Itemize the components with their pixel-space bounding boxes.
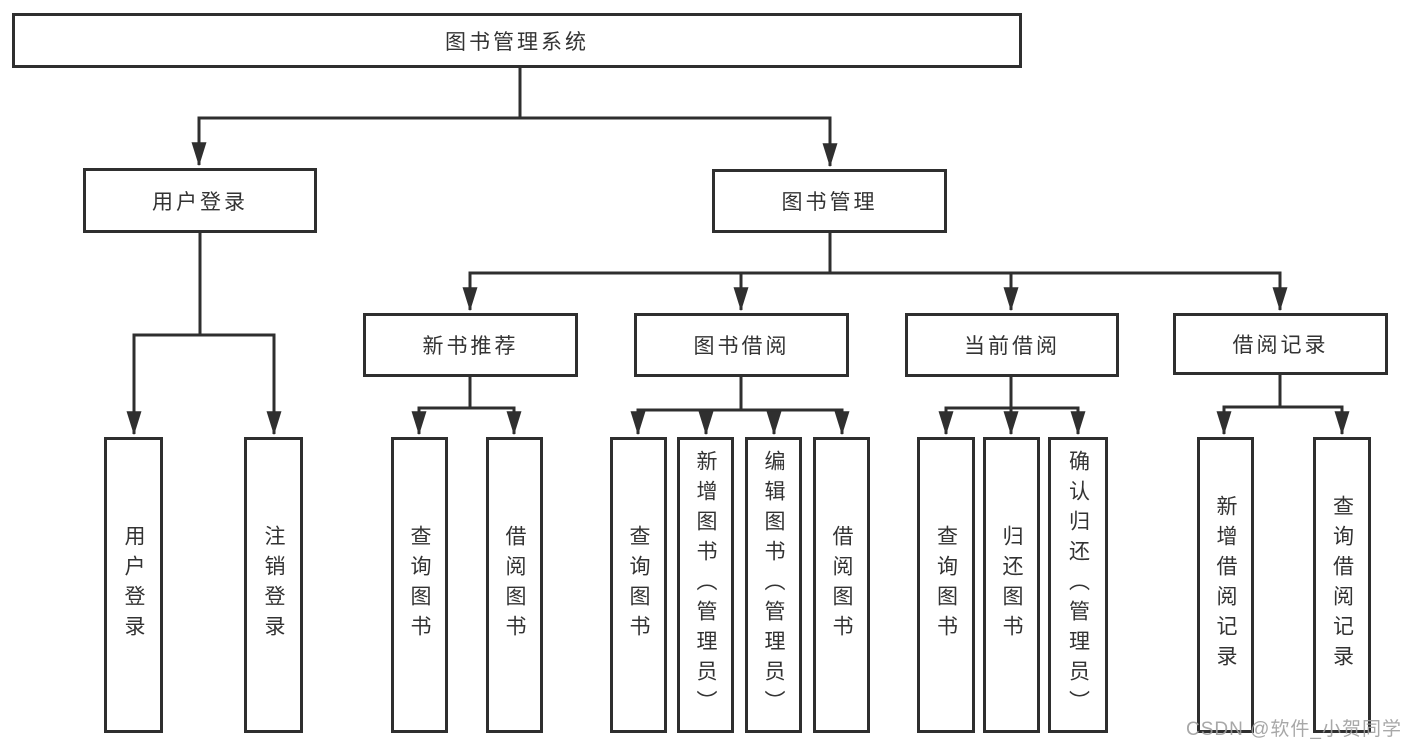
leaf-query-borrow-record-label: 查询借阅记录: [1330, 495, 1354, 675]
leaf-confirm-return-admin: 确认归还（管理员）: [1048, 437, 1108, 733]
leaf-logout-login-label: 注销登录: [262, 525, 285, 645]
node-user-login-label: 用户登录: [152, 190, 248, 214]
leaf-borrow-books-recommend: 借阅图书: [486, 437, 543, 733]
node-book-borrow: 图书借阅: [634, 313, 849, 377]
leaf-query-books-borrow: 查询图书: [610, 437, 667, 733]
leaf-add-borrow-record-label: 新增借阅记录: [1214, 495, 1237, 675]
leaf-query-books-recommend-label: 查询图书: [408, 525, 431, 645]
leaf-borrow-books-borrow-label: 借阅图书: [830, 525, 853, 645]
leaf-add-borrow-record: 新增借阅记录: [1197, 437, 1254, 733]
node-new-book-recommend-label: 新书推荐: [422, 335, 519, 358]
leaf-query-books-borrow-label: 查询图书: [627, 525, 650, 645]
node-borrow-records: 借阅记录: [1173, 313, 1388, 375]
node-new-book-recommend: 新书推荐: [363, 313, 578, 377]
leaf-logout-login: 注销登录: [244, 437, 303, 733]
node-user-login: 用户登录: [83, 168, 317, 233]
leaf-return-books: 归还图书: [983, 437, 1040, 733]
leaf-edit-books-admin-label: 编辑图书（管理员）: [762, 450, 785, 720]
leaf-add-books-admin: 新增图书（管理员）: [677, 437, 734, 733]
node-current-borrow: 当前借阅: [905, 313, 1119, 377]
leaf-borrow-books-borrow: 借阅图书: [813, 437, 870, 733]
leaf-borrow-books-recommend-label: 借阅图书: [503, 525, 526, 645]
csdn-watermark: CSDN @软件_小贺同学: [1186, 719, 1402, 740]
leaf-user-login: 用户登录: [104, 437, 163, 733]
node-current-borrow-label: 当前借阅: [964, 335, 1060, 358]
node-book-management-label: 图书管理: [781, 191, 878, 214]
leaf-query-books-recommend: 查询图书: [391, 437, 448, 733]
node-book-borrow-label: 图书借阅: [693, 335, 790, 358]
leaf-add-books-admin-label: 新增图书（管理员）: [694, 450, 717, 720]
node-borrow-records-label: 借阅记录: [1232, 334, 1329, 357]
node-root: 图书管理系统: [12, 13, 1022, 68]
leaf-query-borrow-record: 查询借阅记录: [1313, 437, 1371, 733]
leaf-query-books-current: 查询图书: [917, 437, 975, 733]
node-book-management: 图书管理: [712, 169, 947, 233]
node-root-label: 图书管理系统: [445, 30, 589, 54]
leaf-confirm-return-admin-label: 确认归还（管理员）: [1066, 450, 1090, 720]
leaf-query-books-current-label: 查询图书: [934, 525, 958, 645]
leaf-user-login-label: 用户登录: [122, 525, 145, 645]
leaf-edit-books-admin: 编辑图书（管理员）: [745, 437, 802, 733]
leaf-return-books-label: 归还图书: [1000, 525, 1023, 645]
